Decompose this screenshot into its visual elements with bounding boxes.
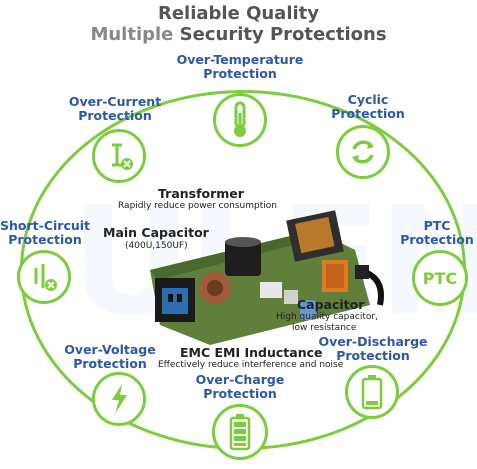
headline: Reliable Quality: [157, 3, 320, 24]
over-current-label: Over-Current Protection: [60, 95, 170, 123]
over-temperature-line2: Protection: [203, 66, 277, 81]
short-circuit-icon: [17, 250, 71, 304]
over-voltage-label: Over-Voltage Protection: [55, 343, 165, 371]
over-current-line2: Protection: [78, 108, 152, 123]
cyclic-label: Cyclic Protection: [318, 93, 418, 121]
cyclic-line1: Cyclic: [347, 92, 389, 107]
over-discharge-label: Over-Discharge Protection: [318, 335, 428, 363]
over-charge-line1: Over-Charge: [195, 372, 285, 387]
cyclic-line2: Protection: [331, 106, 405, 121]
thermometer-icon: [213, 93, 267, 147]
emc-desc: Effectively reduce interference and nois…: [158, 360, 344, 370]
main-capacitor-title: Main Capacitor: [103, 225, 209, 240]
subheadline-part2: Security Protections: [179, 24, 387, 45]
power-supply-board-image: [150, 210, 384, 345]
low-battery-icon: [345, 365, 399, 419]
over-temperature-label: Over-Temperature Protection: [170, 53, 310, 81]
short-circuit-line1: Short-Circuit: [0, 218, 91, 233]
cycle-arrows-icon: [336, 125, 390, 179]
short-circuit-line2: Protection: [8, 232, 82, 247]
ptc-icon-text: PTC: [422, 268, 458, 288]
capacitor-desc-line2: low resistance: [292, 323, 357, 333]
subheadline-part1: Multiple: [90, 24, 174, 45]
emc-title: EMC EMI Inductance: [180, 345, 323, 360]
transformer-desc: Rapidly reduce power consumption: [118, 201, 277, 211]
ptc-icon: PTC: [412, 250, 468, 306]
subheadline: Multiple Security Protections: [0, 24, 477, 45]
over-voltage-line1: Over-Voltage: [64, 342, 156, 357]
over-discharge-line1: Over-Discharge: [318, 334, 428, 349]
over-temperature-line1: Over-Temperature: [176, 52, 304, 67]
short-circuit-label: Short-Circuit Protection: [0, 219, 90, 247]
transformer-title: Transformer: [158, 186, 244, 201]
main-capacitor-desc: (400U,150UF): [125, 241, 188, 251]
capacitor-title: Capacitor: [297, 297, 365, 312]
over-voltage-line2: Protection: [73, 356, 147, 371]
capacitor-desc-line1: High quality capacitor,: [276, 312, 378, 322]
over-discharge-line2: Protection: [336, 348, 410, 363]
ptc-label: PTC Protection: [392, 219, 477, 247]
lightning-icon: [92, 372, 146, 426]
current-x-icon: [92, 129, 146, 183]
over-charge-line2: Protection: [203, 386, 277, 401]
ptc-line2: Protection: [400, 232, 474, 247]
full-battery-icon: [212, 404, 268, 460]
over-current-line1: Over-Current: [68, 94, 162, 109]
ptc-line1: PTC: [423, 218, 451, 233]
over-charge-label: Over-Charge Protection: [180, 373, 300, 401]
